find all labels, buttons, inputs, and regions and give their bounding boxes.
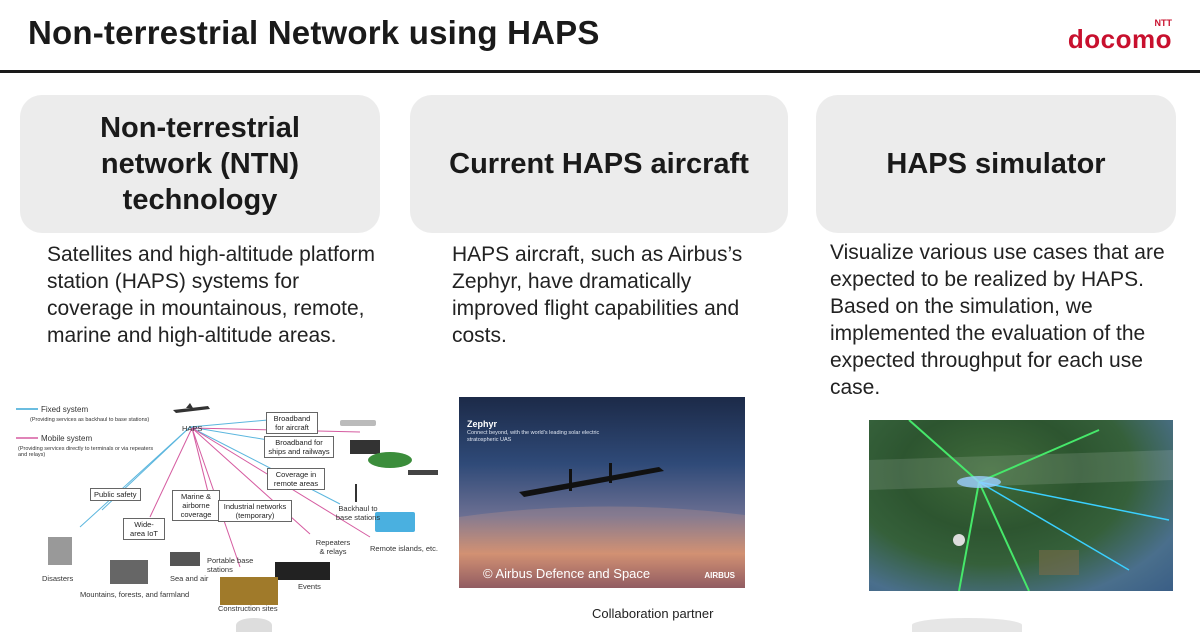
label-disasters: Disasters: [42, 574, 74, 583]
legend-mobile-note: (Providing services directly to terminal…: [18, 446, 154, 458]
legend-mobile: Mobile system: [41, 434, 93, 443]
haps-simulator-map: [869, 420, 1173, 591]
label-events: Events: [298, 582, 321, 591]
description-haps-simulator: Visualize various use cases that are exp…: [830, 241, 1165, 399]
box-broadband-aircraft: Broadband for aircraft: [266, 412, 318, 434]
description-haps-aircraft: HAPS aircraft, such as Airbus’s Zephyr, …: [452, 243, 743, 347]
bottom-decoration-right: [912, 618, 1022, 632]
box-public-safety: Public safety: [90, 488, 141, 501]
box-industrial: Industrial networks (temporary): [218, 500, 292, 522]
logo-brand: docomo: [1067, 24, 1172, 54]
collaboration-caption: Collaboration partner: [592, 606, 714, 621]
box-wide-area-iot: Wide-area IoT: [123, 518, 165, 540]
zephyr-image: Zephyr Connect beyond, with the world’s …: [459, 397, 745, 588]
card-ntn: Non-terrestrial network (NTN) technology: [20, 95, 380, 233]
header-rule: [0, 70, 1200, 73]
legend-fixed: Fixed system: [41, 405, 89, 414]
card-haps-simulator-title: HAPS simulator: [886, 147, 1106, 180]
ntn-diagram: Fixed system (Providing services as back…: [10, 392, 450, 622]
box-coverage-remote: Coverage in remote areas: [267, 468, 325, 490]
label-repeaters: Repeaters & relays: [315, 538, 351, 556]
zephyr-title: Zephyr: [467, 419, 498, 429]
label-sea-air: Sea and air: [170, 574, 209, 583]
simulator-beams: [869, 420, 1173, 591]
description-ntn: Satellites and high-altitude platform st…: [47, 243, 376, 347]
zephyr-aircraft: [459, 463, 745, 588]
card-haps-aircraft: Current HAPS aircraft: [410, 95, 788, 233]
card-haps-aircraft-title: Current HAPS aircraft: [449, 147, 749, 180]
logo-ntt: NTT: [1154, 18, 1173, 28]
card-ntn-line1: Non-terrestrial: [100, 112, 300, 144]
airbus-logo: AIRBUS: [704, 571, 735, 580]
label-portable: Portable base stations: [207, 556, 254, 574]
label-backhaul: Backhaul to base stations: [335, 504, 381, 522]
page-title: Non-terrestrial Network using HAPS: [28, 14, 600, 51]
card-ntn-line3: technology: [122, 184, 278, 216]
card-ntn-line2: network (NTN): [100, 148, 300, 180]
bottom-decoration-left: [236, 618, 272, 632]
box-marine: Marine & airborne coverage: [172, 490, 220, 521]
label-haps: HAPS: [182, 424, 203, 433]
label-remote-islands: Remote islands, etc.: [370, 544, 438, 553]
zephyr-subtitle: Connect beyond, with the world’s leading…: [467, 430, 600, 443]
label-construction: Construction sites: [218, 604, 278, 613]
card-haps-simulator: HAPS simulator: [816, 95, 1176, 233]
label-mountains: Mountains, forests, and farmland: [80, 590, 190, 599]
zephyr-caption: © Airbus Defence and Space: [483, 566, 651, 581]
legend-fixed-note: (Providing services as backhaul to base …: [30, 417, 150, 423]
docomo-logo: NTT docomo: [1068, 18, 1172, 55]
box-broadband-ships: Broadband for ships and railways: [264, 436, 334, 458]
